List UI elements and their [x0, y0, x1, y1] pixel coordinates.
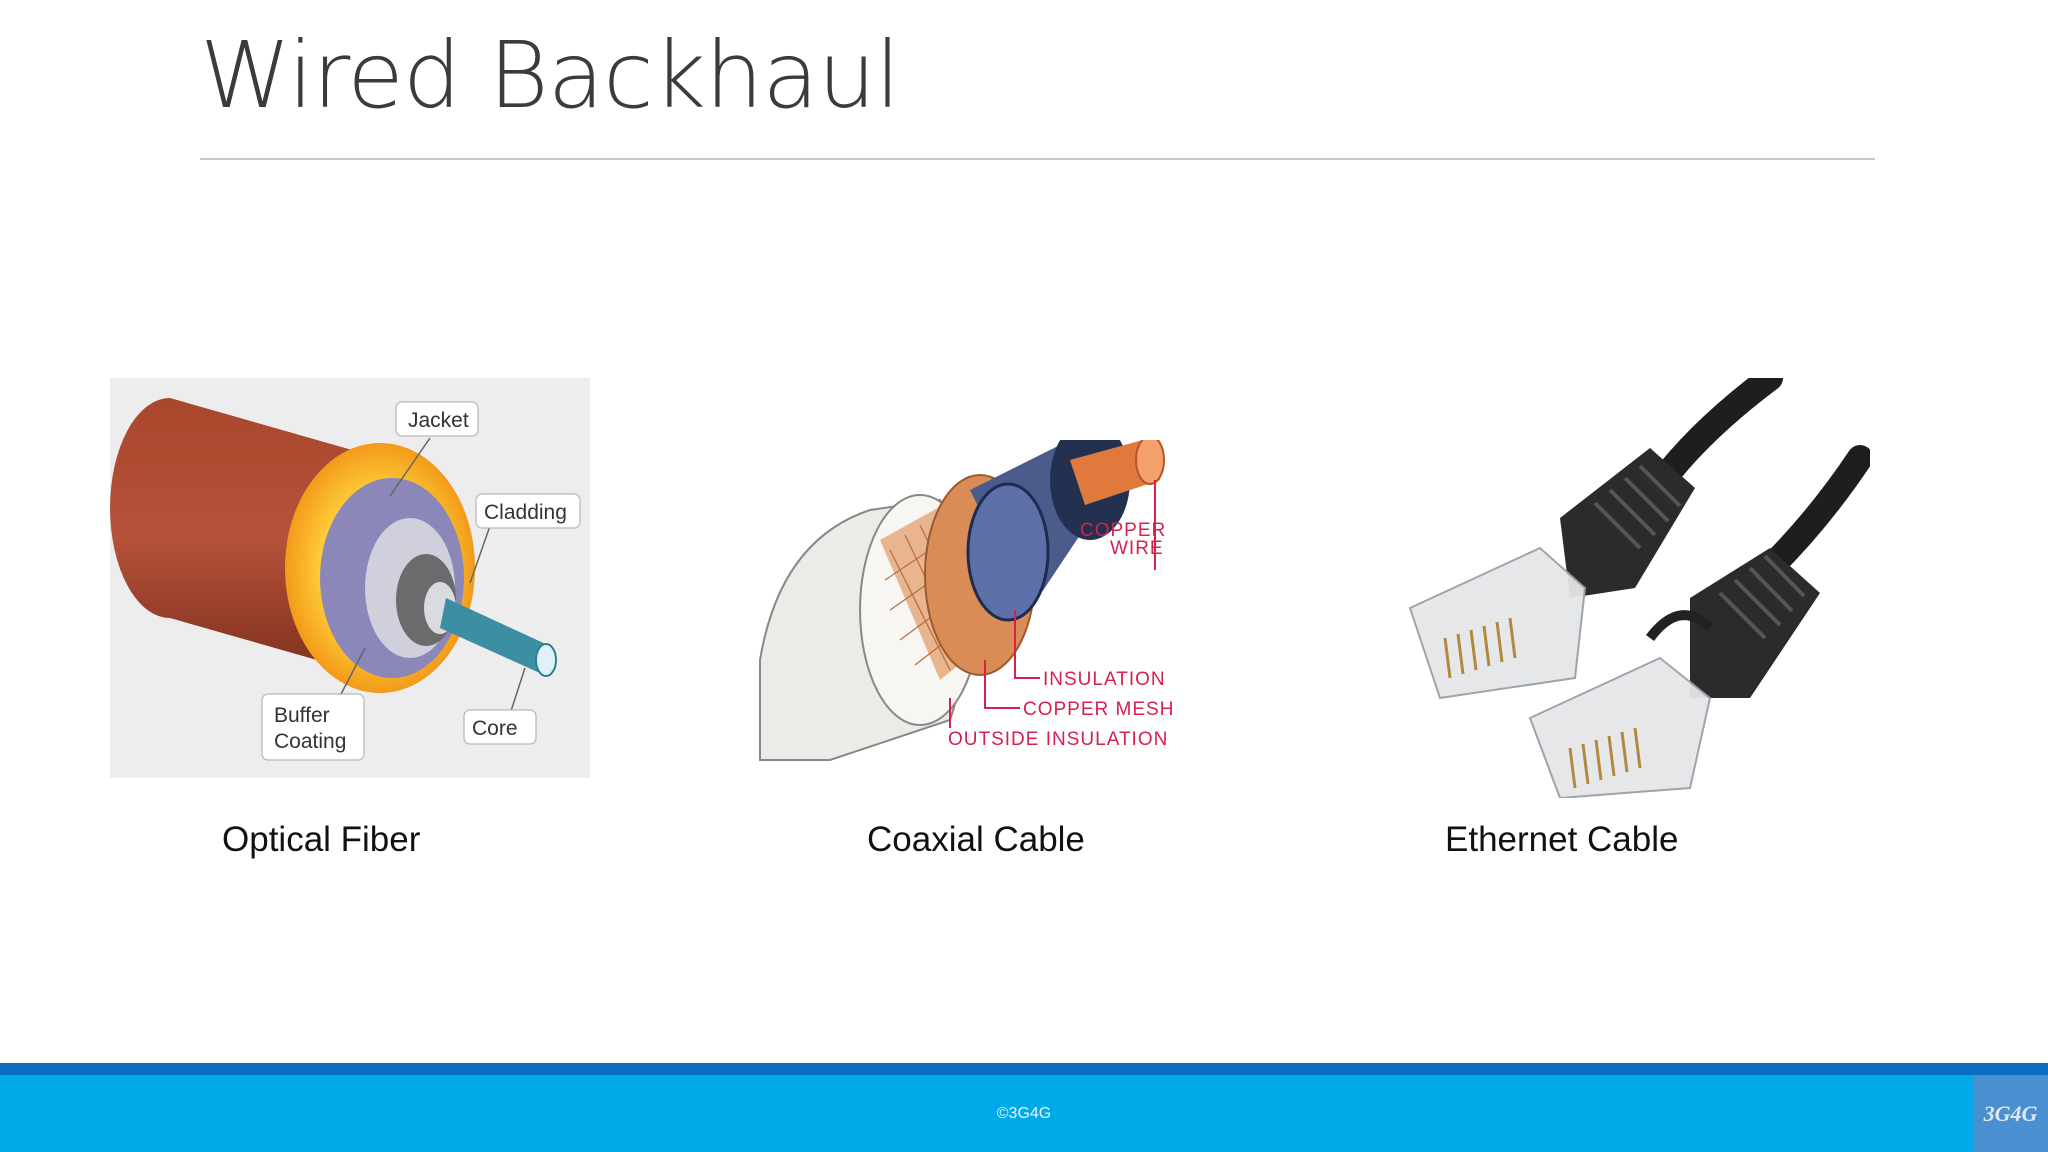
caption-coaxial-cable: Coaxial Cable: [867, 820, 1085, 859]
footer-accent-bar: [0, 1063, 2048, 1075]
label-core: Core: [472, 717, 518, 740]
footer-copyright: ©3G4G: [996, 1105, 1052, 1122]
brand-logo: 3G4G: [1973, 1075, 2048, 1152]
label-copper-wire-line1: COPPER: [1080, 520, 1166, 541]
slide-title: Wired Backhaul: [200, 22, 901, 129]
label-jacket: Jacket: [408, 409, 469, 432]
ethernet-cable-illustration: [1390, 378, 1870, 798]
footer-bar: [0, 1075, 2048, 1152]
caption-optical-fiber: Optical Fiber: [222, 820, 421, 859]
title-divider: [200, 158, 1875, 160]
label-insulation: INSULATION: [1043, 669, 1166, 690]
optical-fiber-illustration: Jacket Cladding Buffer Coating Core: [110, 378, 590, 778]
label-buffer-line1: Buffer: [274, 704, 330, 727]
brand-logo-text: 3G4G: [1983, 1100, 2038, 1126]
caption-ethernet-cable: Ethernet Cable: [1445, 820, 1679, 859]
label-copper-mesh: COPPER MESH: [1023, 699, 1174, 720]
label-buffer-line2: Coating: [274, 730, 346, 753]
coaxial-cable-illustration: COPPER WIRE INSULATION COPPER MESH OUTSI…: [740, 440, 1200, 780]
label-copper-wire-line2: WIRE: [1110, 538, 1164, 559]
label-outside-insulation: OUTSIDE INSULATION: [948, 729, 1168, 750]
label-cladding: Cladding: [484, 501, 567, 524]
